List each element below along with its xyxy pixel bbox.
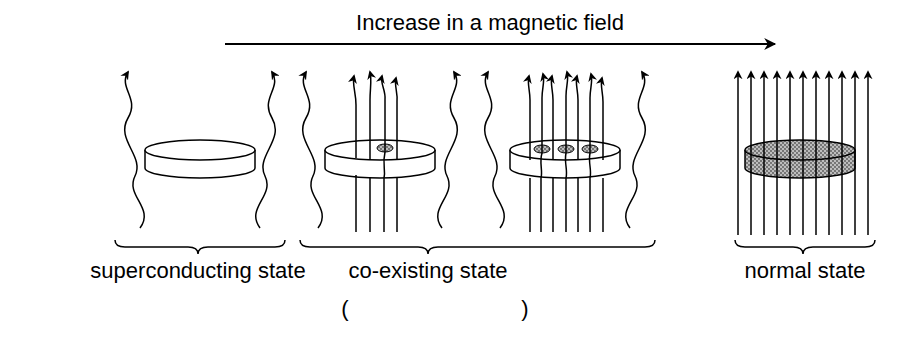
field-line xyxy=(438,72,458,228)
flux-lines xyxy=(353,72,397,232)
field-line xyxy=(626,72,646,228)
superconductor-disc xyxy=(145,140,255,178)
axis-title: Increase in a magnetic field xyxy=(356,10,624,36)
field-line xyxy=(256,72,276,228)
state-label: co-existing state xyxy=(349,258,508,284)
field-line xyxy=(485,72,505,228)
brace xyxy=(300,240,655,254)
brace xyxy=(735,240,875,254)
brace xyxy=(115,240,285,254)
bracket: ( xyxy=(341,296,348,322)
superconductor-disc xyxy=(325,140,435,178)
field-arrow xyxy=(225,43,775,45)
field-line xyxy=(303,72,323,228)
flux-lines xyxy=(528,72,603,232)
normal-disc xyxy=(745,140,855,178)
flux-lines xyxy=(738,72,868,235)
field-line xyxy=(125,72,145,228)
bracket: ) xyxy=(521,296,528,322)
state-label: superconducting state xyxy=(90,258,305,284)
state-label: normal state xyxy=(744,258,865,284)
